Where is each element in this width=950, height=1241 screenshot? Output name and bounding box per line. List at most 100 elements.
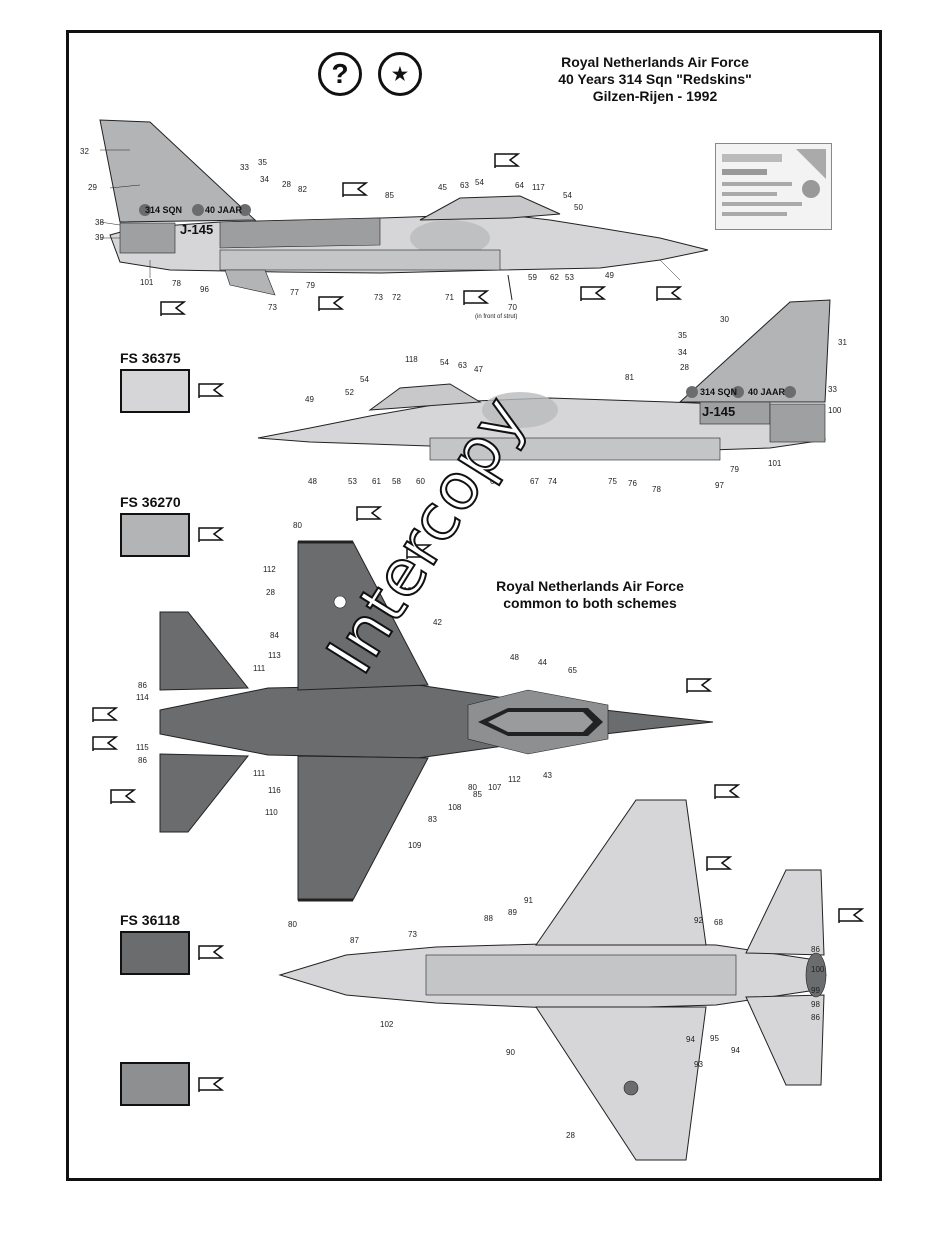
svg-text:45: 45	[438, 183, 447, 192]
svg-text:101: 101	[768, 459, 782, 468]
svg-text:63: 63	[460, 181, 469, 190]
svg-text:94: 94	[731, 1046, 740, 1055]
svg-text:34: 34	[678, 348, 687, 357]
svg-text:92: 92	[694, 916, 703, 925]
svg-text:54: 54	[360, 375, 369, 384]
svg-text:88: 88	[484, 914, 493, 923]
anniversary-marking: 40 JAAR	[205, 205, 243, 215]
svg-text:70: 70	[508, 303, 517, 312]
svg-text:94: 94	[686, 1035, 695, 1044]
svg-text:78: 78	[652, 485, 661, 494]
callout-numbers-right-profile: 30 31 35 34 118 54 63 47 28 81 52 54 49 …	[305, 315, 847, 494]
svg-text:79: 79	[306, 281, 315, 290]
svg-text:54: 54	[440, 358, 449, 367]
callout-numbers-bottom-view: 87 73 88 89 91 92 68 86 100 99 98 86 102…	[350, 896, 825, 1140]
svg-text:80: 80	[288, 920, 297, 929]
svg-text:49: 49	[305, 395, 314, 404]
svg-text:110: 110	[265, 808, 278, 817]
svg-text:38: 38	[95, 218, 104, 227]
scheme-title: Royal Netherlands Air Force 40 Years 314…	[510, 54, 800, 105]
flag-icon	[198, 945, 224, 960]
flag-icon	[198, 527, 224, 542]
flag-icon	[110, 789, 136, 804]
svg-text:62: 62	[550, 273, 559, 282]
svg-text:53: 53	[565, 273, 574, 282]
left-side-profile: 314 SQN 40 JAAR J-145 (in front of strut…	[80, 119, 709, 320]
flag-icon	[406, 544, 432, 559]
flag-icon	[838, 908, 864, 923]
svg-text:59: 59	[528, 273, 537, 282]
fs-36375-swatch	[120, 369, 190, 413]
svg-text:96: 96	[200, 285, 209, 294]
svg-text:111: 111	[253, 664, 266, 673]
svg-text:39: 39	[95, 233, 104, 242]
svg-text:91: 91	[524, 896, 533, 905]
flag-icon	[92, 707, 118, 722]
svg-text:108: 108	[448, 803, 462, 812]
squadron-marking: 314 SQN	[145, 205, 182, 215]
svg-text:115: 115	[136, 743, 149, 752]
svg-text:48: 48	[510, 653, 519, 662]
svg-text:72: 72	[392, 293, 401, 302]
svg-text:109: 109	[408, 841, 422, 850]
question-badge-icon: ?	[318, 52, 362, 96]
fs-36270-swatch	[120, 513, 190, 557]
svg-text:79: 79	[730, 465, 739, 474]
scheme-title-line1: Royal Netherlands Air Force	[561, 54, 749, 70]
svg-text:33: 33	[828, 385, 837, 394]
svg-text:78: 78	[172, 279, 181, 288]
flag-icon	[92, 736, 118, 751]
scheme-title-line3: Gilzen-Rijen - 1992	[592, 88, 718, 104]
flag-icon	[342, 182, 368, 197]
svg-text:112: 112	[508, 775, 521, 784]
svg-text:32: 32	[80, 147, 89, 156]
svg-text:35: 35	[678, 331, 687, 340]
strut-note: (in front of strut)	[475, 314, 517, 320]
svg-text:53: 53	[348, 477, 357, 486]
flag-icon	[714, 784, 740, 799]
svg-text:87: 87	[350, 936, 359, 945]
flag-icon	[160, 301, 186, 316]
top-view-planform: 80 112 28 84 111 113 86 114 115 86 111 1…	[136, 521, 714, 929]
svg-text:73: 73	[268, 303, 277, 312]
svg-text:118: 118	[405, 355, 418, 364]
flag-icon	[706, 856, 732, 871]
fs-color-label: FS 36118	[120, 912, 180, 928]
svg-text:86: 86	[138, 756, 147, 765]
sheet-border	[66, 30, 882, 1181]
svg-text:85: 85	[385, 191, 394, 200]
svg-text:86: 86	[138, 681, 147, 690]
svg-text:80: 80	[468, 783, 477, 792]
svg-text:114: 114	[136, 693, 149, 702]
svg-text:73: 73	[408, 930, 417, 939]
svg-text:43: 43	[543, 771, 552, 780]
svg-text:112: 112	[263, 565, 276, 574]
right-side-profile: 314 SQN 40 JAAR J-145 30 31 35 34 118 54…	[257, 299, 847, 494]
svg-text:76: 76	[628, 479, 637, 488]
svg-text:105: 105	[403, 586, 417, 595]
svg-text:28: 28	[282, 180, 291, 189]
svg-text:117: 117	[532, 183, 545, 192]
svg-text:65: 65	[568, 666, 577, 675]
scheme-title-line2: 40 Years 314 Sqn "Redskins"	[558, 71, 752, 87]
svg-text:31: 31	[838, 338, 847, 347]
flag-icon	[198, 1077, 224, 1092]
svg-text:28: 28	[680, 363, 689, 372]
common-title-line1: Royal Netherlands Air Force	[496, 578, 684, 594]
svg-text:100: 100	[811, 965, 825, 974]
svg-text:54: 54	[563, 191, 572, 200]
svg-text:113: 113	[268, 651, 281, 660]
svg-text:101: 101	[140, 278, 154, 287]
svg-text:52: 52	[345, 388, 354, 397]
flag-icon	[656, 286, 682, 301]
common-title: Royal Netherlands Air Force common to bo…	[440, 578, 740, 612]
svg-text:63: 63	[458, 361, 467, 370]
fs-color-label: FS 36270	[120, 494, 181, 510]
bottom-view-planform: 87 73 88 89 91 92 68 86 100 99 98 86 102…	[278, 799, 827, 1161]
svg-text:100: 100	[828, 406, 842, 415]
callout-numbers-top-view: 80 112 28 84 111 113 86 114 115 86 111 1…	[136, 521, 577, 929]
redskins-squadron-badge-icon: ★	[378, 52, 422, 96]
svg-text:73: 73	[374, 293, 383, 302]
svg-text:74: 74	[548, 477, 557, 486]
svg-text:84: 84	[270, 631, 279, 640]
